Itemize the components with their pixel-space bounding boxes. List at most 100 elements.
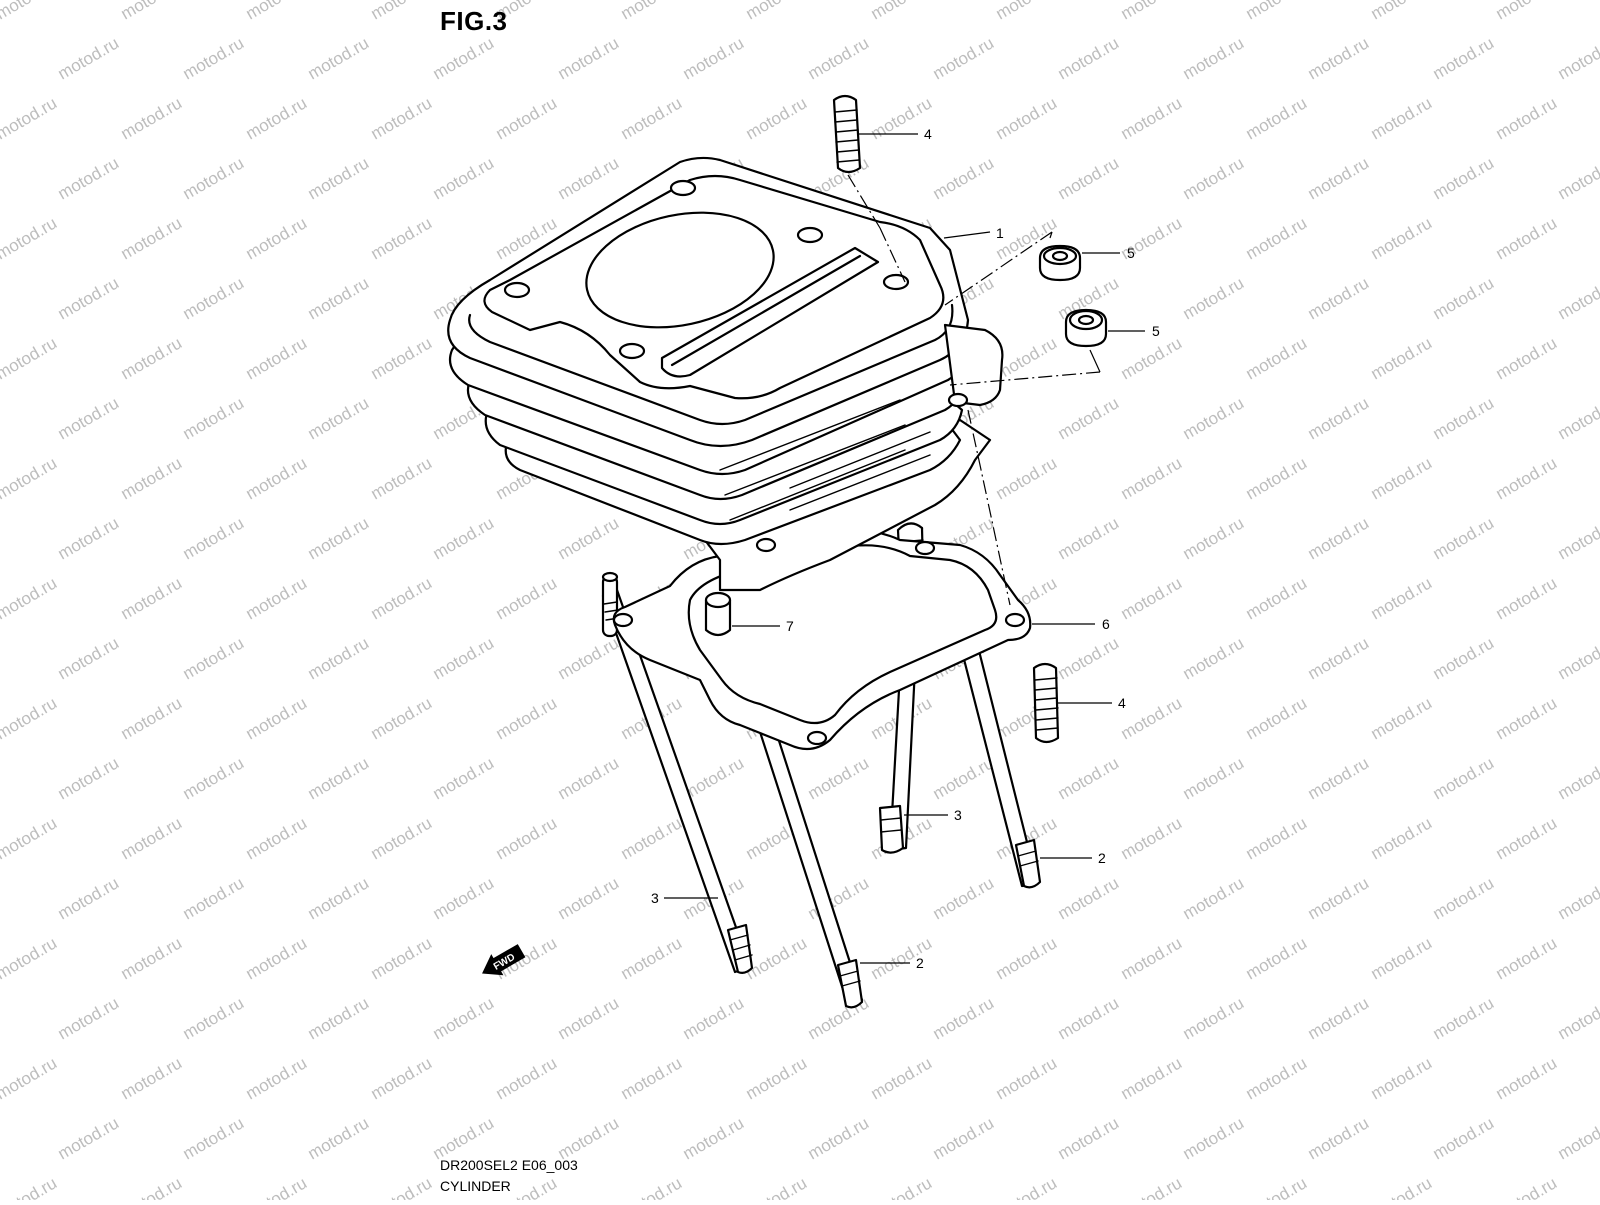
cylinder-nut-upper (1040, 246, 1080, 280)
watermark-text: motod.ru (368, 0, 436, 23)
watermark-text: motod.ru (430, 993, 498, 1043)
watermark-text: motod.ru (0, 93, 60, 143)
watermark-text: motod.ru (1180, 153, 1248, 203)
watermark-text: motod.ru (680, 1113, 748, 1163)
watermark-text: motod.ru (743, 0, 811, 23)
watermark-text: motod.ru (118, 213, 186, 263)
watermark-text: motod.ru (243, 93, 311, 143)
watermark-text: motod.ru (1118, 573, 1186, 623)
watermark-text: motod.ru (243, 693, 311, 743)
watermark-text: motod.ru (1493, 933, 1561, 983)
watermark-text: motod.ru (1180, 993, 1248, 1043)
figure-title: FIG.3 (440, 6, 508, 37)
watermark-text: motod.ru (1555, 273, 1600, 323)
watermark-text: motod.ru (118, 453, 186, 503)
watermark-text: motod.ru (1180, 633, 1248, 683)
watermark-text: motod.ru (493, 93, 561, 143)
watermark-text: motod.ru (1305, 393, 1373, 443)
watermark-text: motod.ru (118, 93, 186, 143)
callout-7: 7 (786, 618, 794, 634)
watermark-text: motod.ru (805, 753, 873, 803)
diagram-code: DR200SEL2 E06_003 (440, 1157, 578, 1173)
watermark-text: motod.ru (1180, 33, 1248, 83)
watermark-text: motod.ru (1118, 93, 1186, 143)
watermark-text: motod.ru (1555, 1113, 1600, 1163)
watermark-text: motod.ru (243, 0, 311, 23)
watermark-text: motod.ru (1305, 753, 1373, 803)
watermark-text: motod.ru (368, 453, 436, 503)
watermark-text: motod.ru (1055, 633, 1123, 683)
watermark-text: motod.ru (1305, 873, 1373, 923)
watermark-text: motod.ru (1180, 1113, 1248, 1163)
watermark-text: motod.ru (680, 993, 748, 1043)
watermark-text: motod.ru (1055, 993, 1123, 1043)
watermark-text: motod.ru (930, 153, 998, 203)
cylinder-nut-lower (1066, 310, 1106, 346)
watermark-text: motod.ru (180, 1113, 248, 1163)
watermark-text: motod.ru (618, 933, 686, 983)
watermark-text: motod.ru (555, 873, 623, 923)
watermark-text: motod.ru (1180, 273, 1248, 323)
watermark-text: motod.ru (618, 93, 686, 143)
watermark-text: motod.ru (180, 393, 248, 443)
watermark-text: motod.ru (1180, 753, 1248, 803)
watermark-text: motod.ru (1555, 753, 1600, 803)
watermark-text: motod.ru (868, 0, 936, 23)
watermark-text: motod.ru (430, 753, 498, 803)
watermark-text: motod.ru (1243, 93, 1311, 143)
watermark-text: motod.ru (368, 333, 436, 383)
watermark-text: motod.ru (243, 573, 311, 623)
watermark-text: motod.ru (305, 393, 373, 443)
watermark-text: motod.ru (1430, 153, 1498, 203)
watermark-text: motod.ru (493, 1053, 561, 1103)
dowel-pin (706, 593, 730, 635)
watermark-text: motod.ru (1493, 0, 1561, 23)
watermark-text: motod.ru (1430, 393, 1498, 443)
watermark-text: motod.ru (55, 513, 123, 563)
watermark-text: motod.ru (305, 633, 373, 683)
watermark-text: motod.ru (743, 933, 811, 983)
watermark-text: motod.ru (1305, 153, 1373, 203)
callout-5-upper: 5 (1127, 245, 1135, 261)
watermark-text: motod.ru (930, 753, 998, 803)
watermark-text: motod.ru (743, 1173, 811, 1200)
callout-2-center: 2 (916, 955, 924, 971)
watermark-text: motod.ru (993, 933, 1061, 983)
watermark-text: motod.ru (430, 513, 498, 563)
watermark-text: motod.ru (1430, 753, 1498, 803)
watermark-text: motod.ru (1368, 813, 1436, 863)
watermark-text: motod.ru (1243, 933, 1311, 983)
callout-5-lower: 5 (1152, 323, 1160, 339)
watermark-text: motod.ru (1555, 153, 1600, 203)
watermark-text: motod.ru (55, 33, 123, 83)
watermark-text: motod.ru (1243, 0, 1311, 23)
watermark-text: motod.ru (0, 573, 60, 623)
watermark-text: motod.ru (243, 813, 311, 863)
watermark-text: motod.ru (1118, 813, 1186, 863)
callout-6: 6 (1102, 616, 1110, 632)
watermark-text: motod.ru (430, 1113, 498, 1163)
watermark-text: motod.ru (305, 993, 373, 1043)
callout-3-left: 3 (651, 890, 659, 906)
watermark-text: motod.ru (993, 453, 1061, 503)
watermark-text: motod.ru (1430, 633, 1498, 683)
watermark-text: motod.ru (1305, 1113, 1373, 1163)
watermark-text: motod.ru (680, 33, 748, 83)
watermark-text: motod.ru (1305, 993, 1373, 1043)
watermark-text: motod.ru (743, 1053, 811, 1103)
watermark-text: motod.ru (1493, 453, 1561, 503)
watermark-text: motod.ru (1493, 213, 1561, 263)
watermark-text: motod.ru (1368, 573, 1436, 623)
watermark-text: motod.ru (368, 693, 436, 743)
watermark-text: motod.ru (243, 1053, 311, 1103)
watermark-text: motod.ru (1493, 1053, 1561, 1103)
watermark-text: motod.ru (993, 1173, 1061, 1200)
watermark-text: motod.ru (1368, 0, 1436, 23)
watermark-text: motod.ru (430, 633, 498, 683)
watermark-text: motod.ru (368, 1053, 436, 1103)
watermark-text: motod.ru (55, 153, 123, 203)
watermark-text: motod.ru (1493, 93, 1561, 143)
watermark-text: motod.ru (1493, 333, 1561, 383)
watermark-text: motod.ru (1305, 633, 1373, 683)
watermark-text: motod.ru (55, 633, 123, 683)
